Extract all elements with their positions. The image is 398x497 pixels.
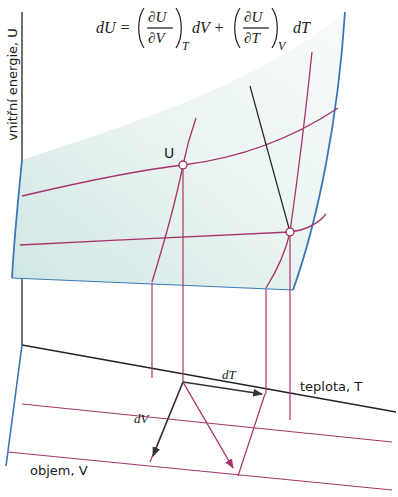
base-grid <box>8 382 392 490</box>
surface-edge <box>12 160 22 278</box>
differential-label: dT <box>222 368 236 381</box>
parenthesis <box>139 8 144 48</box>
formula-term: dV + <box>192 20 224 36</box>
parenthesis <box>235 8 240 48</box>
formula-denominator: ∂V <box>148 31 165 46</box>
parenthesis <box>176 8 181 48</box>
axes <box>6 12 396 466</box>
axis-label: vnitřní energie, U <box>6 28 19 141</box>
fraction-bar <box>147 27 173 28</box>
state-point <box>286 228 294 236</box>
tangent-line <box>250 86 290 232</box>
differential-label: dV <box>134 412 148 425</box>
state-point <box>179 161 187 169</box>
formula-marks <box>139 8 278 48</box>
dt-arrow <box>183 382 262 394</box>
drop-line <box>289 236 290 420</box>
energy-surface <box>12 12 345 290</box>
parenthesis <box>272 8 277 48</box>
point-label: U <box>164 146 174 160</box>
formula-term: dT <box>293 20 310 36</box>
drop-line <box>182 169 183 382</box>
surface-curve <box>22 108 338 196</box>
grid-line <box>150 382 183 462</box>
dv-arrow <box>153 382 183 456</box>
drop-line <box>151 283 152 378</box>
formula-numerator: ∂U <box>244 10 262 25</box>
volume-axis <box>6 345 22 466</box>
formula-term: dU = <box>96 20 130 36</box>
axis-label: objem, V <box>30 464 88 477</box>
drop-line <box>265 289 266 394</box>
sum-arrow <box>183 382 233 468</box>
grid-line <box>238 394 265 476</box>
drop-lines <box>152 169 290 420</box>
grid-line <box>8 452 392 490</box>
axis-label: teplota, T <box>300 380 362 393</box>
fraction-bar <box>243 27 269 28</box>
formula-subscript: T <box>182 40 189 52</box>
formula-numerator: ∂U <box>148 10 166 25</box>
formula-subscript: V <box>278 40 285 52</box>
formula-denominator: ∂T <box>244 31 260 46</box>
temperature-axis <box>22 345 396 412</box>
surface-curve <box>152 118 196 282</box>
surface-curve <box>20 214 326 245</box>
